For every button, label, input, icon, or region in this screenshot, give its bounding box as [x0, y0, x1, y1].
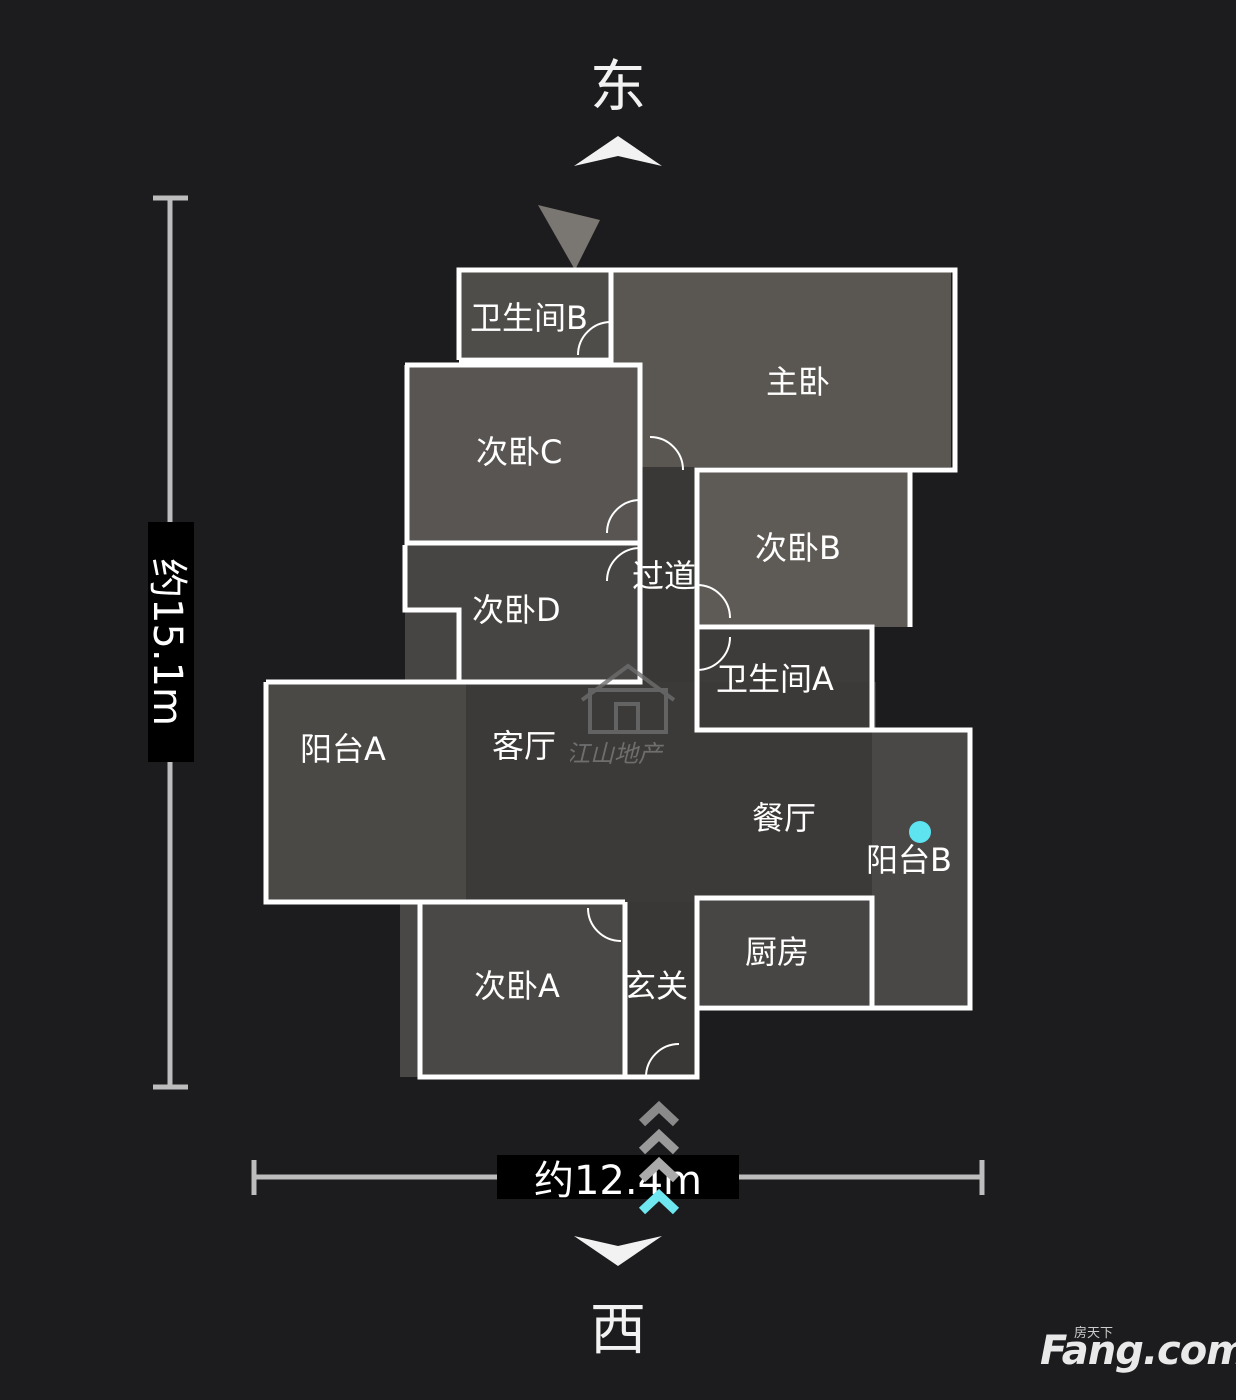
door-arc-master-bedroom	[649, 436, 684, 471]
room-fill-master-bedroom	[611, 272, 951, 467]
door-arc-bedroom-c	[606, 499, 641, 534]
room-label-living-room[interactable]: 客厅	[492, 727, 556, 765]
door-arc-bathroom-b	[577, 321, 612, 356]
room-label-entrance[interactable]: 玄关	[624, 967, 688, 1005]
door-arc-bedroom-a	[587, 907, 622, 942]
room-label-bedroom-d[interactable]: 次卧D	[472, 591, 561, 629]
doors	[577, 321, 731, 1078]
room-label-bedroom-a[interactable]: 次卧A	[474, 967, 560, 1005]
direction-label-north: 东	[590, 55, 646, 120]
width-dimension-label: 约12.4m	[497, 1155, 739, 1204]
room-fill-hallway	[640, 467, 695, 682]
room-label-bedroom-c[interactable]: 次卧C	[476, 433, 562, 471]
height-dimension-text: 约15.1m	[144, 557, 190, 727]
room-fill-bathroom-b	[461, 272, 611, 357]
height-dimension-label: 约15.1m	[144, 522, 194, 762]
room-label-balcony-a[interactable]: 阳台A	[300, 730, 386, 768]
room-labels: 卫生间B 主卧 次卧C 次卧B 过道 次卧D 卫生间A 阳台A 客厅 餐厅 阳台…	[300, 299, 952, 1005]
room-fill-entrance	[625, 902, 697, 1077]
room-fills	[266, 205, 970, 1077]
watermark-text: 江山地产	[570, 740, 664, 768]
door-arc-bedroom-d	[606, 547, 641, 582]
room-fill-bedroom-b	[697, 472, 912, 627]
room-label-bedroom-b[interactable]: 次卧B	[755, 529, 841, 567]
room-fill-balcony-b	[872, 730, 970, 1008]
room-label-balcony-b[interactable]: 阳台B	[866, 841, 952, 879]
room-label-dining-room[interactable]: 餐厅	[752, 799, 816, 837]
room-label-hallway[interactable]: 过道	[632, 557, 696, 595]
direction-label-south: 西	[590, 1298, 646, 1363]
brand-logo: 房天下 Fang.com	[1040, 1326, 1236, 1374]
room-label-bathroom-b[interactable]: 卫生间B	[470, 299, 588, 337]
brand-main-text: Fang.com	[1040, 1328, 1236, 1374]
brand-sub-text: 房天下	[1074, 1326, 1114, 1341]
watermark-logo: 江山地产	[570, 663, 676, 768]
current-position-marker[interactable]	[909, 821, 931, 843]
door-arc-bathroom-a	[696, 636, 731, 671]
room-fill-bedroom-c	[405, 365, 640, 543]
room-fill-kitchen	[697, 900, 872, 1005]
room-label-kitchen[interactable]: 厨房	[745, 933, 809, 971]
door-arc-bedroom-b	[696, 584, 731, 619]
room-label-bathroom-a[interactable]: 卫生间A	[716, 660, 834, 698]
room-fill-bedroom-a	[400, 902, 625, 1077]
entrance-chevrons-icon[interactable]	[636, 1095, 682, 1220]
room-fill-bedroom-d	[405, 545, 640, 682]
room-label-master-bedroom[interactable]: 主卧	[766, 363, 830, 401]
room-fill-top-triangle	[538, 205, 600, 270]
direction-up-arrow-icon[interactable]	[570, 130, 666, 170]
direction-down-arrow-icon[interactable]	[570, 1232, 666, 1272]
door-arc-entrance	[645, 1043, 680, 1078]
walls	[263, 267, 973, 1080]
room-fill-balcony-a	[266, 682, 466, 902]
